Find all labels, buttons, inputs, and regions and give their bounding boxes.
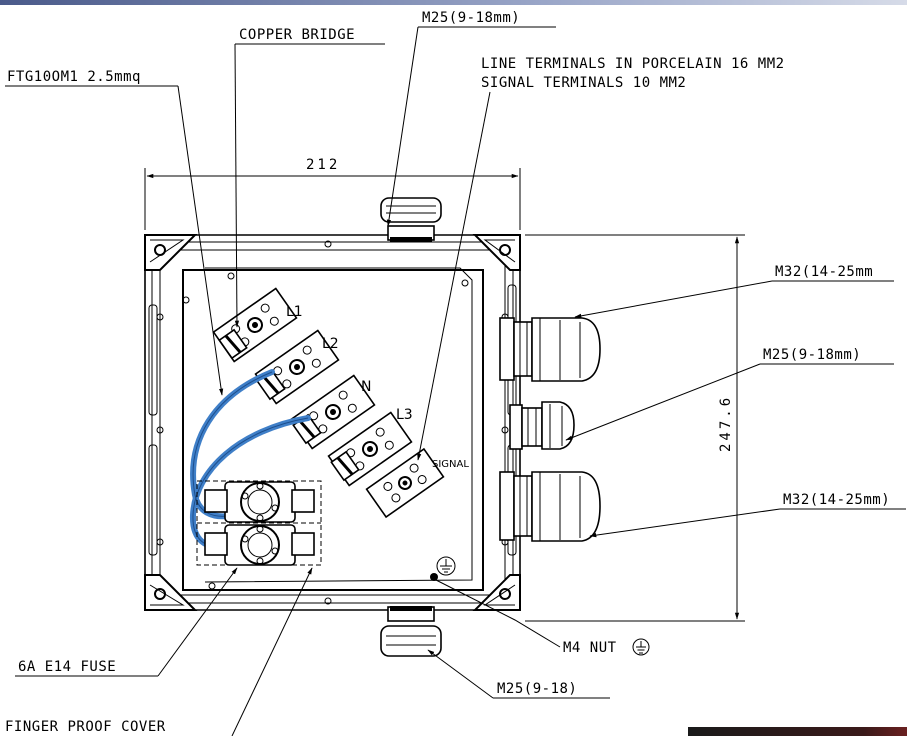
right-gland-m32-bottom: [499, 471, 601, 542]
terminal-signal: [365, 447, 445, 519]
bottom-gland-label: M25(9-18): [497, 681, 577, 697]
fuse-label: 6A E14 FUSE: [18, 659, 116, 675]
nut-earth-icon: [632, 638, 650, 656]
top-cable-gland: [380, 197, 442, 242]
fuse-holders: [196, 480, 322, 566]
bottom-cable-gland: [380, 606, 442, 657]
right-gland-mid-label: M25(9-18mm): [763, 347, 861, 363]
right-gland-top-label: M32(14-25mm: [775, 264, 873, 280]
terminal-l1-label: L1: [286, 304, 303, 320]
top-gland-label: M25(9-18mm): [422, 10, 520, 26]
height-dimension-value: 247.6: [718, 395, 734, 452]
fuse-2: [204, 524, 315, 566]
width-dimension: [144, 168, 521, 230]
copper-bridge-label: COPPER BRIDGE: [239, 27, 355, 43]
right-gland-m25: [509, 401, 575, 450]
wire-label: FTG10OM1 2.5mmq: [7, 69, 141, 85]
terminal-signal-label: SIGNAL: [432, 459, 469, 470]
height-dimension: [525, 234, 745, 622]
fuse-1: [204, 481, 315, 523]
terminals-label-2: SIGNAL TERMINALS 10 MM2: [481, 75, 686, 91]
right-gland-m32-top: [499, 317, 601, 382]
terminal-l2-label: L2: [322, 336, 339, 352]
cover-label: FINGER PROOF COVER: [5, 719, 166, 735]
nut-label: M4 NUT: [563, 640, 617, 656]
earth-symbol: [430, 556, 456, 581]
terminals-label-1: LINE TERMINALS IN PORCELAIN 16 MM2: [481, 56, 785, 72]
terminal-l3-label: L3: [396, 407, 413, 423]
bottom-accent-bar: [688, 727, 907, 736]
terminal-n-label: N: [361, 379, 371, 395]
width-dimension-value: 212: [306, 157, 340, 173]
right-gland-bottom-label: M32(14-25mm): [783, 492, 890, 508]
leader-lines: [5, 26, 906, 736]
top-accent-bar: [0, 0, 907, 5]
